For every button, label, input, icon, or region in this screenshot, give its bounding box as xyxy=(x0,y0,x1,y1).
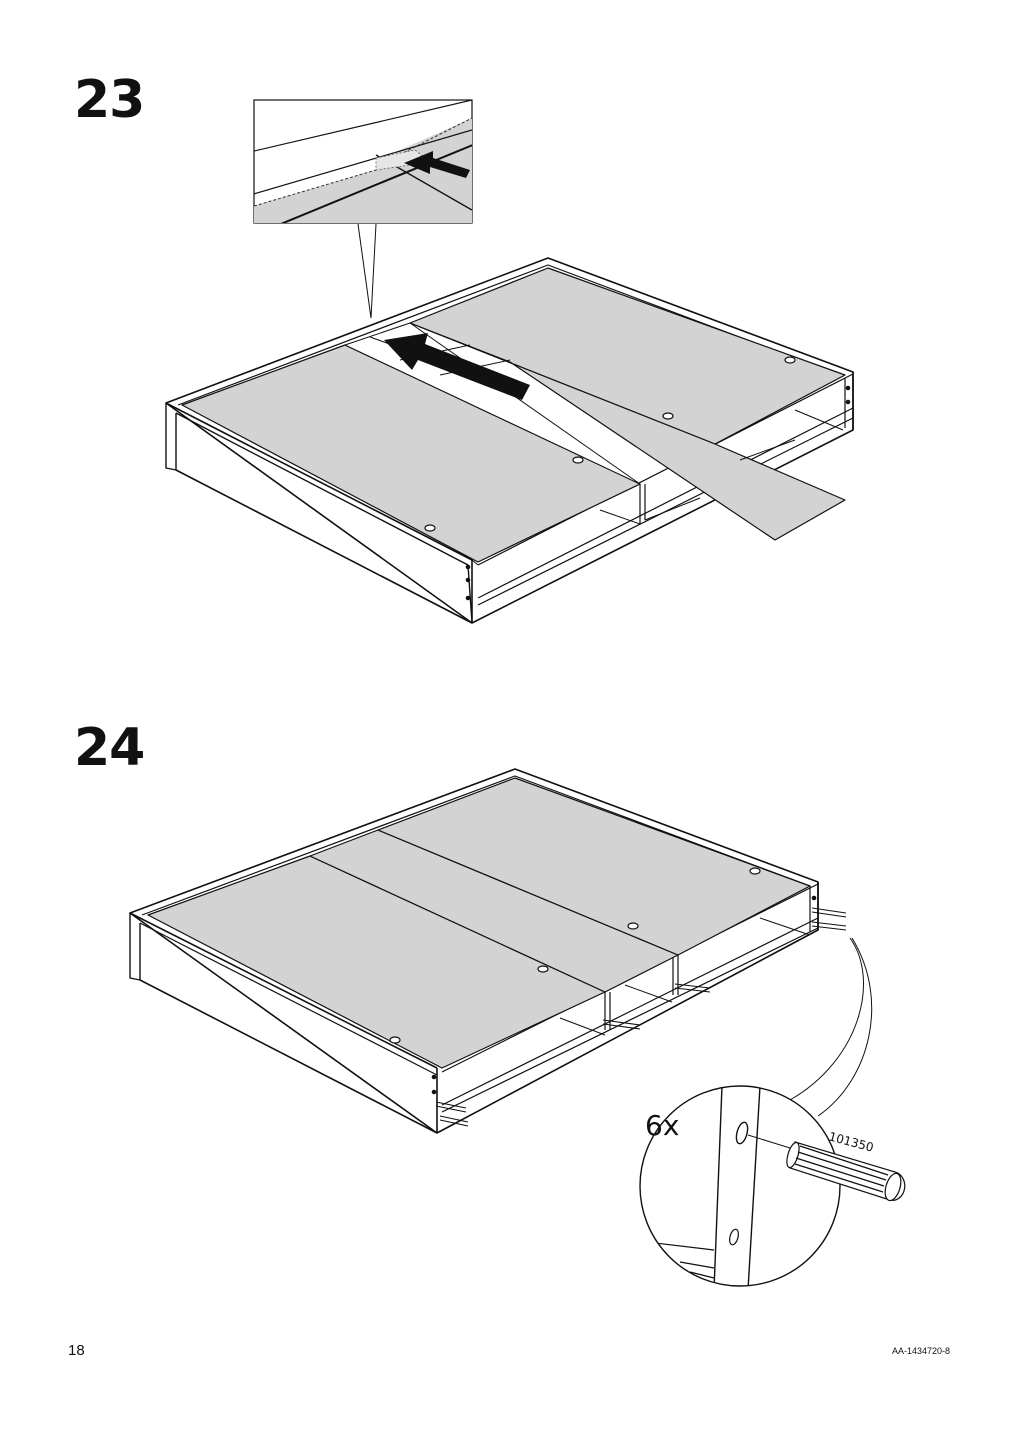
push-arrow-icon xyxy=(404,151,470,178)
step-number-23: 23 xyxy=(74,70,145,130)
zoom-inset xyxy=(253,99,473,224)
dowel-pins xyxy=(435,907,847,1127)
dowel-detail-callout xyxy=(639,1085,906,1287)
step-24-illustration: 6x 101350 xyxy=(129,768,906,1287)
document-code: AA-1434720-8 xyxy=(891,1346,950,1356)
bed-frame-24 xyxy=(129,768,873,1134)
part-number-label: 101350 xyxy=(827,1129,875,1154)
step-number-24: 24 xyxy=(74,718,145,778)
bed-frame-23 xyxy=(165,257,854,624)
page-number: 18 xyxy=(68,1342,85,1359)
step-23-illustration xyxy=(165,99,854,624)
dowel-icon xyxy=(786,1141,906,1202)
push-arrow-icon xyxy=(384,333,530,400)
quantity-label: 6x xyxy=(645,1109,679,1142)
